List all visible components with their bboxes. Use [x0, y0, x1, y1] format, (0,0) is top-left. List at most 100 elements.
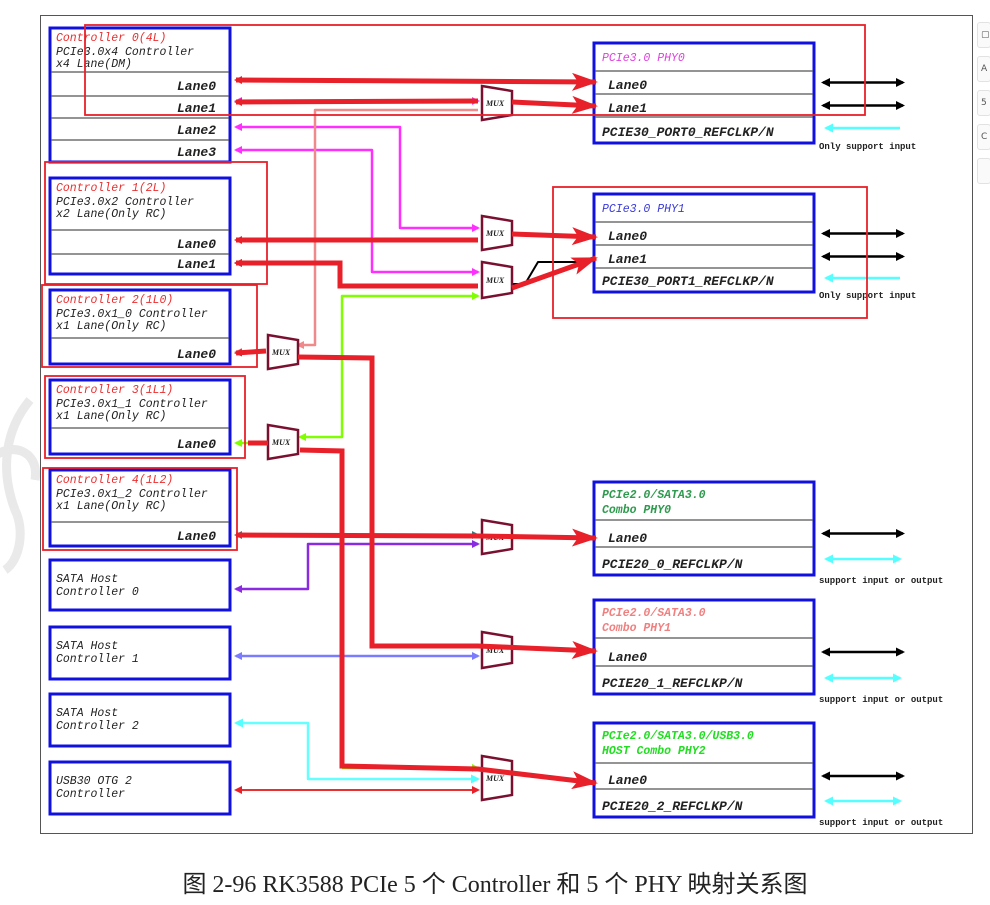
highlight-frame: [44, 375, 246, 459]
refclk-note: Only support input: [819, 142, 916, 152]
controller-title: Controller 4(1L2): [56, 474, 173, 487]
highlight-frame: [552, 186, 868, 319]
phy-refclk-label: PCIE20_2_REFCLKP/N: [602, 799, 743, 814]
phy-title: PCIe2.0/SATA3.0/USB3.0: [602, 730, 754, 743]
phy-box: [592, 721, 816, 819]
controller-lanes-desc: x1 Lane(Only RC): [55, 410, 166, 423]
side-button-4[interactable]: C: [977, 124, 990, 150]
mux-shape: [480, 260, 514, 300]
highlight-frame: [84, 24, 866, 116]
phy-lane-label: Lane0: [608, 229, 647, 244]
controller-lane-label: Lane0: [177, 237, 216, 252]
mux-label: MUX: [271, 438, 291, 447]
controller-lanes-desc: x2 Lane(Only RC): [55, 208, 166, 221]
phy-box: [592, 192, 816, 294]
controller-3: Controller 3(1L1)PCIe3.0x1_1 Controllerx…: [48, 378, 232, 456]
controller-title: Controller 0(4L): [56, 32, 166, 45]
host-controller-name: USB30 OTG 2: [56, 775, 132, 788]
wire-c0-lane2-muxb: [234, 123, 480, 232]
side-button-2[interactable]: A: [977, 56, 990, 82]
controller-lane-label: Lane1: [177, 101, 216, 116]
phy-title: PCIe2.0/SATA3.0: [602, 607, 706, 620]
controller-lane-label: Lane0: [177, 529, 216, 544]
controller-box: [48, 468, 232, 548]
side-button-3[interactable]: 5: [977, 90, 990, 116]
path-muxd-cphy1: [297, 354, 598, 659]
controller-desc: PCIe3.0x1_2 Controller: [56, 488, 208, 501]
path-muxb-phy1: [511, 227, 598, 246]
mux-label: MUX: [485, 774, 505, 783]
path-muxe-cphy2: [299, 447, 598, 790]
mux-b: MUX: [480, 214, 514, 252]
side-button-1[interactable]: ▢: [977, 22, 990, 48]
watermark: [0, 397, 40, 574]
mux-label: MUX: [485, 646, 505, 655]
controller-box: [48, 378, 232, 456]
wire-c1-lane1: [234, 259, 478, 286]
phy-box: [592, 480, 816, 577]
phy-box: [592, 41, 816, 145]
controller-title: Controller 2(1L0): [56, 294, 173, 307]
phy-refclk-label: PCIE20_0_REFCLKP/N: [602, 557, 743, 572]
phy-refclk-label: PCIE30_PORT1_REFCLKP/N: [602, 274, 774, 289]
controller-lane-label: Lane0: [177, 437, 216, 452]
side-button-5[interactable]: [977, 158, 990, 184]
mux-shape: [266, 423, 300, 461]
host-controller-name: SATA Host: [56, 573, 118, 586]
mux-d: MUX: [266, 333, 300, 371]
controller-title: Controller 3(1L1): [56, 384, 173, 397]
mux-g: MUX: [480, 630, 514, 670]
mux-c: MUX: [480, 260, 514, 300]
host-controller-name-2: Controller 2: [56, 720, 139, 733]
controller-lane-label: Lane0: [177, 347, 216, 362]
phy-subtitle: Combo PHY1: [602, 622, 671, 635]
controller-lane-label: Lane0: [177, 79, 216, 94]
refclk-note: support input or output: [819, 818, 943, 828]
controller-lanes-desc: x1 Lane(Only RC): [55, 320, 166, 333]
path-c0-lane1-muxa: [234, 97, 479, 106]
path-muxc-phy1: [511, 255, 598, 291]
wire-c3-feed: [298, 292, 480, 441]
controller-box: [48, 176, 232, 276]
mux-shape: [266, 333, 300, 371]
mux-label: MUX: [485, 276, 505, 285]
controller-4: Controller 4(1L2)PCIe3.0x1_2 Controllerx…: [48, 468, 232, 548]
mux-shape: [480, 214, 514, 252]
phy-subtitle: HOST Combo PHY2: [602, 745, 706, 758]
host-controller-box: [48, 625, 232, 681]
controller-desc: PCIe3.0x2 Controller: [56, 196, 194, 209]
mux-shape: [480, 754, 514, 802]
path-muxa-phy0: [511, 95, 598, 114]
controller-lane-label: Lane2: [177, 123, 216, 138]
wire-sata2: [234, 718, 480, 784]
phy-phy1: PCIe3.0 PHY1Lane0Lane1PCIE30_PORT1_REFCL…: [592, 192, 916, 301]
host-controller-name: SATA Host: [56, 640, 118, 653]
path-c0-lane0-phy0: [234, 72, 598, 91]
mux-label: MUX: [485, 99, 505, 108]
host-controller-name-2: Controller 0: [56, 586, 139, 599]
figure-caption: 图 2-96 RK3588 PCIe 5 个 Controller 和 5 个 …: [182, 872, 808, 898]
phy-title: PCIe3.0 PHY1: [602, 203, 685, 216]
path-c2-muxd: [234, 348, 267, 357]
controller-box: [48, 288, 232, 366]
phy-refclk-label: PCIE30_PORT0_REFCLKP/N: [602, 125, 774, 140]
phy-lane-label: Lane0: [608, 78, 647, 93]
phy-lane-label: Lane0: [608, 531, 647, 546]
mux-label: MUX: [271, 348, 291, 357]
phy-phy0: PCIe3.0 PHY0Lane0Lane1PCIE30_PORT0_REFCL…: [592, 41, 916, 152]
path-c1-lane1-muxc: [234, 259, 478, 289]
host-controller-name-2: Controller 1: [56, 653, 139, 666]
controller-lanes-desc: x1 Lane(Only RC): [55, 500, 166, 513]
controller-title: Controller 1(2L): [56, 182, 166, 195]
host-controller-name: SATA Host: [56, 707, 118, 720]
phy-lane-label: Lane1: [608, 101, 647, 116]
controller-lanes-desc: x4 Lane(DM): [55, 58, 132, 71]
host-controller-name-2: Controller: [56, 788, 125, 801]
